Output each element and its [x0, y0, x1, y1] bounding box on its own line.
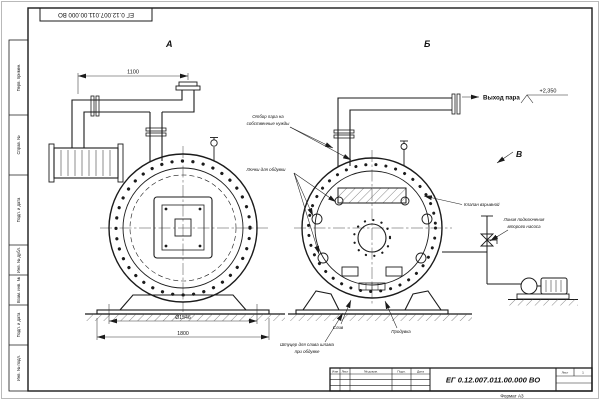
margin-stamp-labels: Перв. примен. Справ. № Подп. и дата Инв.…	[16, 64, 21, 381]
callout-sludge-nozzle: Штуцер для слива шлама при обдувке	[280, 312, 344, 354]
tb-header: Подп.	[397, 370, 405, 374]
callout-text: Лючки для обдувки	[246, 167, 286, 172]
tb-header: Изм	[332, 370, 338, 374]
vessel-shell	[108, 153, 258, 303]
callout-blowdown: Продувка	[384, 300, 411, 334]
callout-text: Продувка	[391, 329, 411, 334]
tb-header: Лист	[342, 370, 349, 374]
title-block	[329, 367, 593, 392]
view-label-b: Б	[424, 39, 431, 49]
callout-text: собственные нужды	[247, 121, 290, 126]
view-v-arrow	[496, 151, 514, 164]
vent-valve	[210, 137, 218, 161]
soot-blow-hatches	[311, 196, 433, 264]
steam-dryer	[337, 187, 407, 204]
left-dimensions	[77, 73, 270, 340]
margin-label: Подп. и дата	[16, 197, 21, 222]
callout-text: Отбор пара на	[252, 114, 284, 119]
tb-sheet-value: 1	[582, 371, 584, 375]
steam-pipe-outer	[337, 97, 452, 167]
economizer-body	[53, 147, 119, 179]
vent-valve	[400, 140, 408, 166]
margin-label: Инв. № дубл.	[16, 247, 21, 273]
left-vessel-view	[48, 81, 285, 321]
feed-pump	[508, 277, 578, 306]
callout-text: при обдувке	[295, 349, 320, 354]
bottom-grate	[358, 282, 386, 291]
outlet-level-value: +2,350	[540, 89, 557, 95]
callout-steam-tap: Отбор пара на собственные нужды	[247, 114, 352, 161]
steam-pipe-outer	[71, 90, 183, 148]
tb-sheet-label: Лист	[562, 371, 569, 375]
callout-soot-hatches: Лючки для обдувки	[246, 167, 337, 255]
callout-text: Слив	[333, 325, 344, 330]
ground-hatch	[288, 314, 472, 321]
callout-pump-line: Линия подключения второго насоса	[489, 217, 545, 242]
margin-label: Справ. №	[16, 135, 21, 155]
margin-label: Взам. инв. №	[16, 277, 21, 303]
flange-bolt-ring	[307, 163, 437, 293]
ground-hatch	[85, 314, 285, 321]
level-mark	[520, 94, 568, 104]
manhole	[357, 223, 387, 253]
callout-text: Клапан взрывной	[464, 202, 500, 207]
right-vessel-view	[288, 93, 578, 321]
callout-text: второго насоса	[507, 224, 541, 229]
view-label-v: В	[516, 149, 522, 159]
top-stamp-doc-number: ЕГ 0.12.007.011.00.000 ВО	[58, 11, 134, 18]
callout-explosion-valve: Клапан взрывной	[423, 195, 500, 207]
title-block-doc-number: ЕГ 0.12.007.011.00.000 ВО	[446, 376, 540, 385]
view-label-a: А	[165, 39, 173, 49]
margin-label: Инв. № подл.	[16, 355, 21, 381]
tb-header: № докум.	[364, 370, 378, 374]
title-block-headers: Изм Лист № докум. Подп. Дата Лист 1	[332, 370, 584, 375]
steam-outlet-label: Выход пара	[483, 95, 520, 102]
furnace-door	[153, 196, 213, 259]
tb-header: Дата	[417, 370, 424, 374]
margin-label: Подп. и дата	[16, 312, 21, 337]
dim-pipe-span: 1100	[127, 70, 139, 76]
format-label: Формат А3	[500, 394, 524, 399]
dim-base-width: 1800	[177, 331, 189, 337]
vessel-shell	[301, 157, 443, 299]
dim-vessel-diameter: Ø1546	[175, 315, 191, 321]
margin-label: Перв. примен.	[16, 64, 21, 92]
callout-text: Штуцер для слива шлама	[280, 342, 334, 347]
callout-text: Линия подключения	[503, 217, 545, 222]
